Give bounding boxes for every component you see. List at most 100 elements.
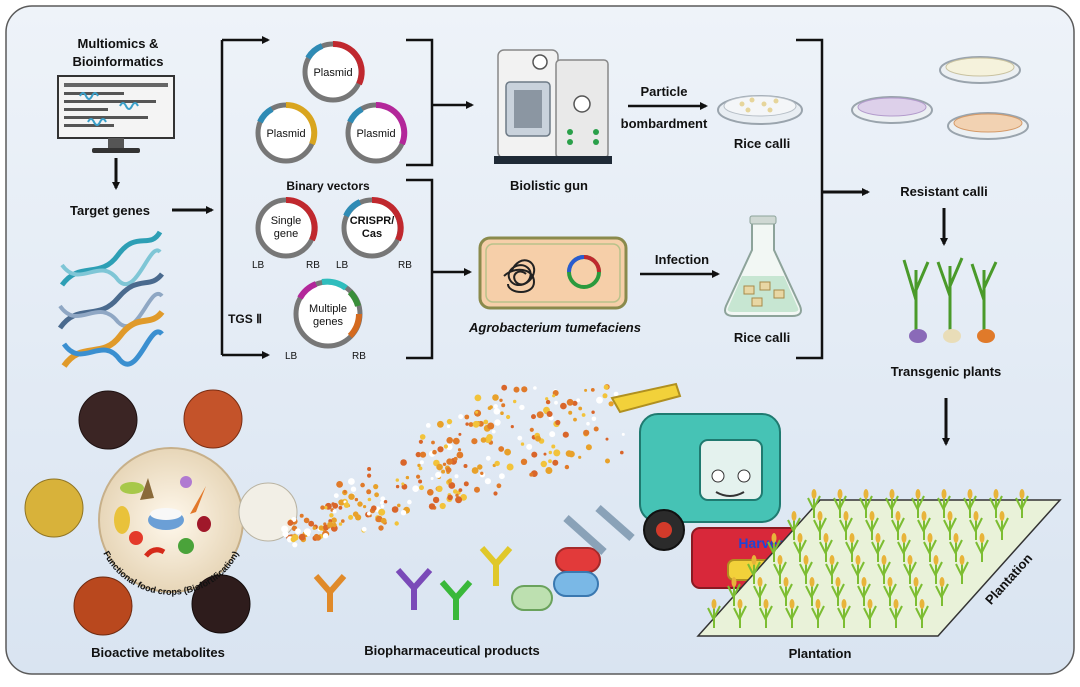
spray-dot [418,466,423,471]
rb-label: RB [398,260,412,271]
spray-dot [394,521,399,526]
spray-dot [418,439,423,444]
spray-dot [549,431,556,438]
spray-dot [620,450,624,455]
spray-dot [581,413,586,417]
spray-dot [446,424,451,429]
spray-dot [572,400,578,406]
spray-dot [477,464,483,470]
biolistic-gun-label: Biolistic gun [510,178,588,193]
spray-dot [400,459,407,466]
rice-grain [863,489,869,499]
rice-plant [929,561,943,584]
lb-label: LB [252,260,265,271]
spray-dot [318,525,324,531]
rice-grain [737,599,743,609]
spray-dot [441,469,446,474]
rice-plant [833,495,847,518]
plasmid-right: Plasmid [345,101,408,164]
rice-grain [919,599,925,609]
spray-dot [463,481,469,487]
rice-plant [773,561,787,584]
rice-grain [999,511,1005,521]
spray-dot [395,478,399,482]
spray-dot [513,399,517,404]
spray-dot [455,496,463,504]
spray-dot [554,400,558,405]
rice-plant [805,583,819,606]
spray-dot [453,489,458,494]
rice-grain [895,511,901,521]
spray-dot [407,499,412,505]
spray-dot [380,504,385,509]
spray-dot [439,502,446,510]
rice-plant [831,583,845,606]
rice-plant [859,495,873,518]
spray-dot [405,475,410,480]
spray-dot [332,509,337,514]
spray-dot [471,438,478,445]
spray-dot [375,517,381,523]
spray-dot [472,420,480,428]
spray-dot [591,416,597,422]
spray-dot [443,444,448,449]
spray-dot [552,459,559,466]
rice-grain [783,577,789,587]
spray-dot [341,519,345,523]
bioactive-label: Bioactive metabolites [91,645,225,660]
rice-plant [935,583,949,606]
spray-dot [480,471,484,475]
rice-grain [777,555,783,565]
rice-plant [877,561,891,584]
rice-plant [707,605,721,628]
spray-dot [453,456,458,461]
single-gene-label-2: gene [274,228,298,240]
spray-dot [348,478,355,485]
spray-dot [380,517,387,524]
spray-dot [546,411,553,417]
spray-dot [331,517,337,523]
spray-dot [474,394,482,402]
rice-plant [779,583,793,606]
rice-grain [837,489,843,499]
rice-plant [865,517,879,540]
rice-grain [893,599,899,609]
rice-grain [849,533,855,543]
spray-dot [529,472,534,477]
spray-dot [602,393,608,399]
rice-grain [815,599,821,609]
rice-grain [867,599,873,609]
spray-dot [360,482,365,488]
spray-dot [493,491,498,496]
spray-dot [455,493,459,497]
spray-dot [416,474,421,479]
spray-dot [303,517,310,524]
rice-calli-label-bottom: Rice calli [734,330,790,345]
spray-dot [446,437,454,444]
spray-dot [295,528,301,535]
spray-dot [586,421,590,426]
rice-plant [883,583,897,606]
spray-dot [329,513,334,518]
spray-dot [578,455,582,459]
crispr-label-1: CRISPR/ [350,215,395,227]
spray-dot [367,467,372,471]
spray-dot [287,519,294,526]
spray-dot [343,490,347,494]
rice-grain [711,599,717,609]
plasmid-left: Plasmid [255,101,318,164]
spray-dot [499,398,503,402]
spray-dot [432,496,440,504]
spray-dot [545,397,549,401]
rice-plant [937,495,951,518]
rice-grain [771,533,777,543]
rice-grain [901,533,907,543]
spray-dot [621,432,625,436]
spray-dot [506,463,514,471]
spray-dot [540,460,547,468]
spray-particles [281,384,625,548]
spray-dot [323,505,328,510]
rice-plant [839,517,853,540]
spray-dot [613,391,619,397]
rice-plant [787,517,801,540]
